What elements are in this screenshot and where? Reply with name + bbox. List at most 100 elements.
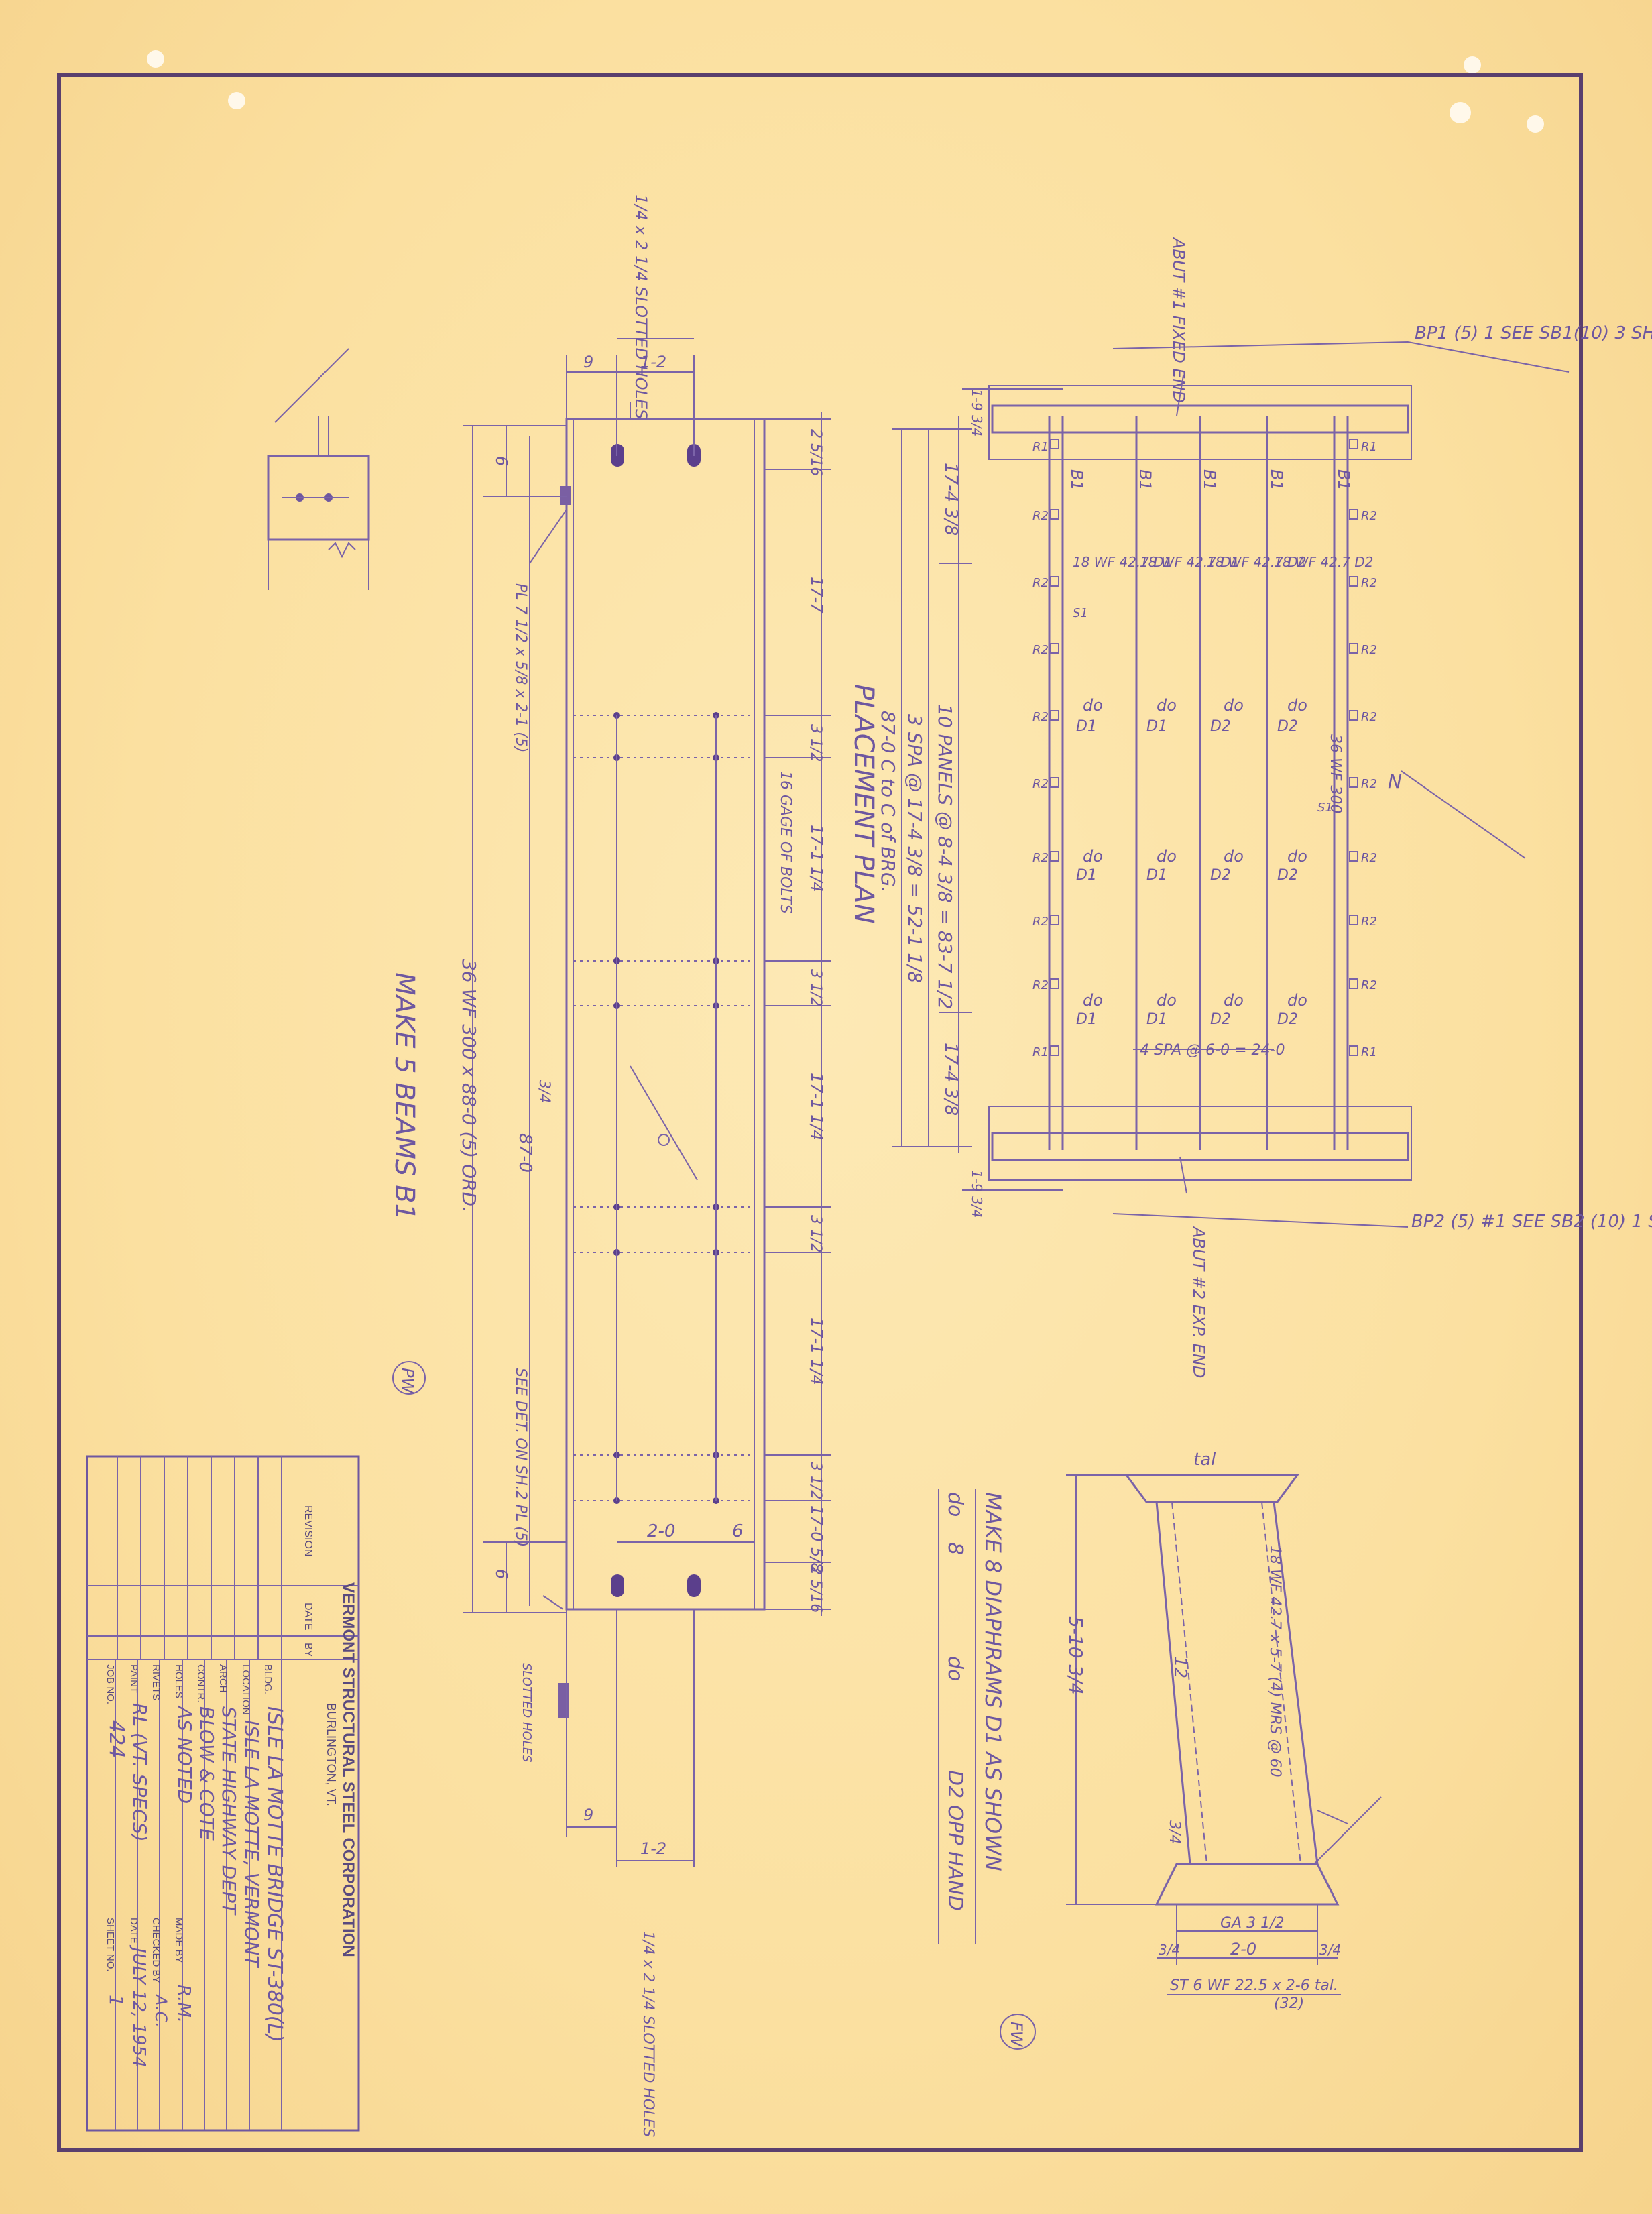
location-value: ISLE LA MOTTE, VERMONT (241, 1720, 263, 1968)
hole-rows (573, 715, 754, 1501)
dim-1-2-bottom: 1-2 (640, 1839, 666, 1858)
dim-17-4-bot: 17-4 3/8 (941, 1043, 961, 1116)
diaphragm-1-1: 18 WF 42.7 D1 (1073, 554, 1172, 570)
row-label: R2 (1361, 643, 1377, 657)
dim-17-4-top: 17-4 3/8 (941, 463, 961, 536)
code-2-2: D1 (1146, 718, 1167, 735)
dim-3-4-left: 3/4 (1159, 1942, 1180, 1958)
diaphragm-1-3: 18 WF 42.7 D2 (1207, 554, 1306, 570)
plan-dims (892, 388, 1063, 1191)
row-label: R2 (1032, 978, 1049, 992)
do-3-2: do (1157, 847, 1177, 866)
title-block-frame (86, 1455, 360, 2132)
punch-hole (1527, 115, 1544, 133)
dim-right-8: 3 1/2 (807, 1462, 824, 1499)
company-name: VERMONT STRUCTURAL STEEL CORPORATION (339, 1582, 357, 1957)
center-gage-note: 16 GAGE OF BOLTS (777, 771, 794, 914)
dim-9-bottom: 9 (583, 1806, 593, 1824)
do-4-1: do (1083, 991, 1103, 1010)
dim-3-4-diaphragm: 3/4 (1166, 1820, 1183, 1844)
row-label: R2 (1361, 710, 1377, 724)
holes-label: HOLES (173, 1664, 184, 1698)
row-label: R2 (1361, 777, 1377, 791)
beam-initials: PW (398, 1368, 417, 1394)
slotted-hole (611, 1574, 624, 1597)
slotted-hole (687, 1574, 701, 1597)
dim-right-9: 17-0 5/8 (807, 1505, 826, 1573)
make-note-do-2: do (943, 1656, 967, 1681)
beam-elevation: 2-0 6 9 1-2 1/4 x 2 1/4 SLOTTED HOLES 9 … (389, 194, 831, 2137)
do-4-2: do (1157, 991, 1177, 1010)
row-label: R2 (1361, 576, 1377, 590)
dim-right-4: 3 1/2 (807, 969, 824, 1006)
code-4-1: D1 (1076, 1011, 1097, 1028)
dim-right-3: 17-1 1/4 (807, 825, 826, 892)
make-diaphrams-note: MAKE 8 DIAPHRAMS D1 AS SHOWN (980, 1492, 1006, 1871)
dim-6-top: 6 (492, 456, 511, 466)
make-note-opp: D2 OPP HAND (943, 1770, 967, 1911)
sheet-no-value: 1 (105, 1995, 127, 2007)
paint-label: PAINT (128, 1664, 139, 1693)
do-2-3: do (1224, 696, 1244, 715)
bldg-label: BLDG. (262, 1664, 274, 1694)
tal-label: tal (1193, 1450, 1216, 1470)
diaphragm-1-4: 18 WF 42.7 D2 (1274, 554, 1373, 570)
diaphragm-row-1: 18 WF 42.7 D1 18 WF 42.7 D1 18 WF 42.7 D… (1073, 554, 1373, 570)
stiffener-qty: (32) (1274, 1995, 1304, 2012)
punch-hole (1450, 102, 1471, 123)
bp1-note: BP1 (5) 1 SEE SB1(10) 3 SH #2 (1415, 323, 1652, 343)
slotted-holes-bottom: 1/4 x 2 1/4 SLOTTED HOLES (640, 1931, 656, 2137)
gage-label: GA 3 1/2 (1220, 1915, 1285, 1932)
north-arrow (1401, 770, 1526, 859)
do-3-3: do (1224, 847, 1244, 866)
placement-plan-title: PLACEMENT PLAN (848, 684, 879, 924)
do-2-1: do (1083, 696, 1103, 715)
title-rows: BLDG. ISLE LA MOTTE BRIDGE ST-380(L) LOC… (105, 1664, 286, 2068)
bearing-note: 87-0 C to C of BRG. (877, 711, 899, 893)
do-2-2: do (1157, 696, 1177, 715)
girder-labels: B1 B1 B1 B1 B1 (1067, 469, 1353, 491)
diaphragm-rows-do: do do do do D1 D1 D2 D2 do do do do D1 D… (1076, 696, 1307, 1028)
diaphragm-detail: tal 5-10 3/4 18 WF 42.7 x 5-7 (4) MRS @ … (938, 1450, 1382, 2050)
row-label: R2 (1032, 643, 1049, 657)
dim-right-10: 2 5/16 (807, 1566, 824, 1613)
date-field-label: DATE (128, 1918, 139, 1944)
dim-right-6: 3 1/2 (807, 1215, 824, 1252)
girder-label-1: B1 (1067, 469, 1086, 491)
code-3-3: D2 (1210, 867, 1231, 884)
pl-note-bottom: SEE DET. ON SH.2 PL (5) (512, 1368, 529, 1547)
contr-label: CONTR. (195, 1664, 206, 1703)
made-by-label: MADE BY (173, 1918, 184, 1963)
row-label: R2 (1361, 915, 1377, 929)
diaphragm-1-2: 18 WF 42.7 D1 (1140, 554, 1239, 570)
make-beams-note: MAKE 5 BEAMS B1 (389, 972, 420, 1220)
diaphragm-initials-circle (1000, 2014, 1036, 2050)
sheet-border (57, 73, 1583, 2152)
girder-label-2: B1 (1136, 469, 1155, 491)
spacing-note: 4 SPA @ 6-0 = 24-0 (1140, 1042, 1285, 1059)
code-2-3: D2 (1210, 718, 1231, 735)
sheet-no-label: SHEET NO. (105, 1918, 116, 1972)
slope-12: 12 (1170, 1656, 1190, 1678)
made-by-value: R.M. (174, 1985, 194, 2023)
code-4-3: D2 (1210, 1011, 1231, 1028)
dim-left-top: 1-9 3/4 (969, 389, 985, 436)
by-label: BY (302, 1643, 314, 1657)
right-dim-string (764, 412, 831, 1616)
north-label: N (1388, 770, 1402, 793)
diaphragm-initials: FW (1007, 2022, 1026, 2048)
code-3-1: D1 (1076, 867, 1097, 884)
dim-left-bot: 1-9 3/4 (969, 1170, 985, 1218)
girder-label-4: B1 (1267, 469, 1286, 491)
dim-3-4-right: 3/4 (1319, 1942, 1341, 1958)
code-3-2: D1 (1146, 867, 1167, 884)
row-markers (1050, 439, 1358, 1056)
make-note-qty: 8 (943, 1542, 967, 1555)
row-label: R2 (1032, 851, 1049, 865)
do-4-4: do (1287, 991, 1307, 1010)
make-note-do: do (943, 1492, 967, 1517)
beam-outline (565, 418, 766, 1611)
title-block-rules (87, 1456, 359, 2130)
row-label: R2 (1032, 576, 1049, 590)
